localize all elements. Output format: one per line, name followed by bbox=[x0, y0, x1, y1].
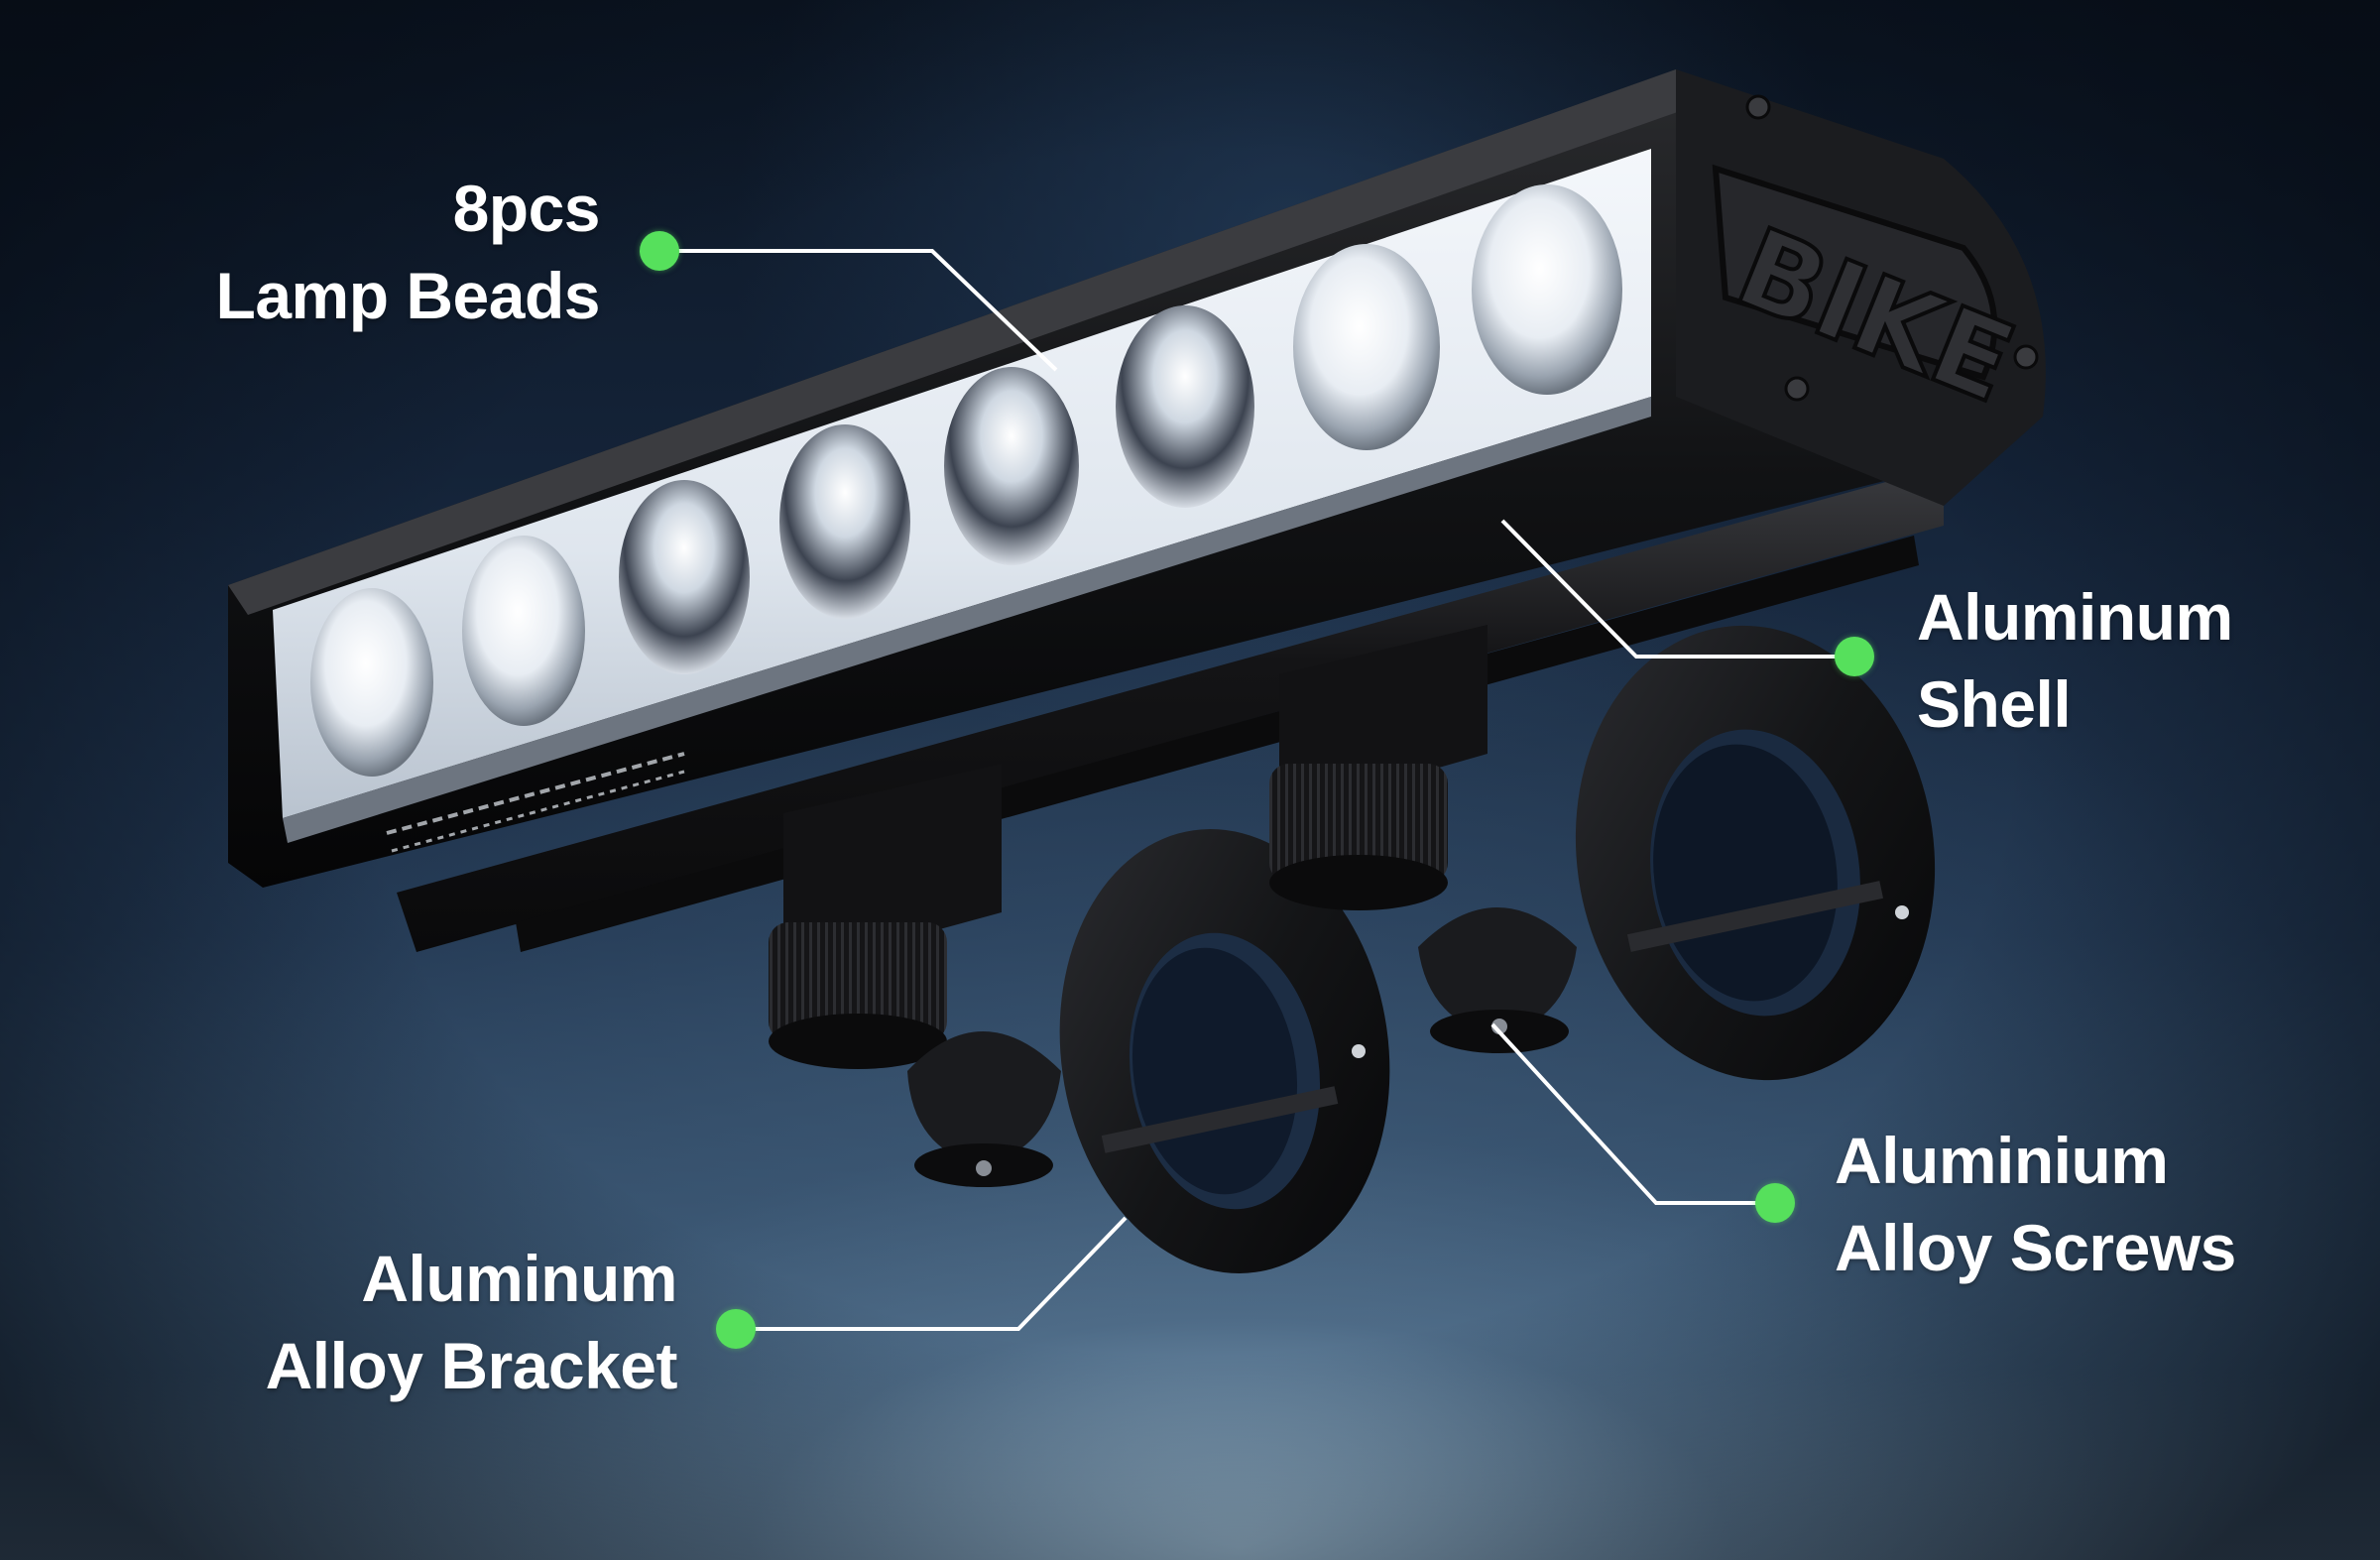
lamp-bead-1 bbox=[310, 588, 433, 777]
callout-alloy-screws: Aluminium Alloy Screws bbox=[1835, 1117, 2236, 1291]
callout-dot-alloy-screws bbox=[1755, 1183, 1795, 1223]
knob-right-upper bbox=[1269, 764, 1448, 910]
leader-alloy-bracket bbox=[736, 1216, 1128, 1331]
callout-lamp-beads-line2: Lamp Beads bbox=[215, 259, 601, 332]
knob-left-upper bbox=[769, 922, 947, 1069]
wing-screw-left bbox=[907, 1031, 1061, 1187]
callout-dot-aluminum-shell bbox=[1835, 637, 1874, 676]
lamp-bead-7 bbox=[1293, 244, 1440, 450]
lamp-bead-6 bbox=[1116, 305, 1254, 508]
right-clamp bbox=[1279, 625, 1936, 1081]
callout-alloy-bracket: Aluminum Alloy Bracket bbox=[265, 1235, 678, 1409]
leader-aluminum-shell bbox=[1500, 519, 1854, 659]
end-cap: BIKE bbox=[1676, 69, 2046, 506]
callout-aluminum-shell: Aluminum Shell bbox=[1917, 573, 2233, 748]
lamp-bead-2 bbox=[462, 536, 585, 726]
callout-lamp-beads-line1: 8pcs bbox=[452, 172, 601, 245]
callout-alloy-screws-line1: Aluminium bbox=[1835, 1124, 2169, 1197]
callout-aluminum-shell-line2: Shell bbox=[1917, 667, 2072, 741]
leader-lamp-beads bbox=[659, 249, 1058, 372]
callout-alloy-screws-line2: Alloy Screws bbox=[1835, 1211, 2236, 1284]
engraved-marking bbox=[386, 752, 685, 853]
callout-alloy-bracket-line1: Aluminum bbox=[361, 1242, 677, 1315]
left-clamp bbox=[783, 764, 1390, 1273]
callout-alloy-bracket-line2: Alloy Bracket bbox=[265, 1329, 678, 1402]
lamp-beads bbox=[310, 184, 1622, 777]
callout-lamp-beads: 8pcs Lamp Beads bbox=[215, 165, 601, 339]
callout-dot-lamp-beads bbox=[640, 231, 679, 271]
lamp-bead-8 bbox=[1472, 184, 1622, 395]
lamp-bead-5 bbox=[944, 367, 1079, 565]
callout-aluminum-shell-line1: Aluminum bbox=[1917, 580, 2233, 654]
leader-alloy-screws bbox=[1490, 1022, 1775, 1205]
callout-dot-alloy-bracket bbox=[716, 1309, 756, 1349]
lamp-bead-4 bbox=[779, 424, 910, 619]
lamp-bead-3 bbox=[619, 480, 750, 674]
